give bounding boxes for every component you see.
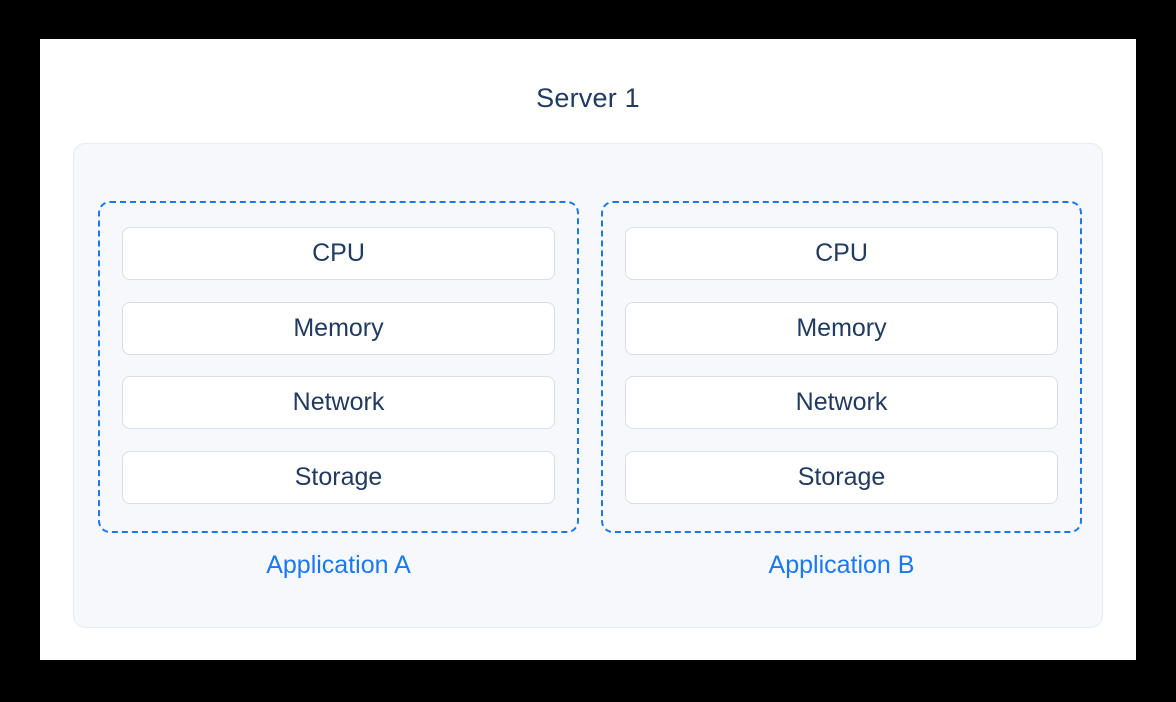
resource-box-network: Network: [122, 376, 555, 430]
server-title: Server 1: [536, 83, 640, 113]
resource-box-cpu: CPU: [122, 227, 555, 280]
application-a-label: Application A: [266, 551, 411, 579]
resource-box-memory: Memory: [625, 301, 1058, 355]
resource-box-network: Network: [625, 376, 1058, 430]
application-b-boundary: CPU Memory Network Storage: [601, 201, 1082, 533]
application-zone-b: CPU Memory Network Storage Application B: [601, 201, 1082, 580]
application-zone-a: CPU Memory Network Storage Application A: [98, 201, 579, 580]
resource-box-memory: Memory: [122, 301, 555, 355]
application-a-boundary: CPU Memory Network Storage: [98, 201, 579, 533]
resource-box-storage: Storage: [122, 450, 555, 504]
server-panel: CPU Memory Network Storage Application A…: [73, 143, 1103, 628]
server-card: Server 1 CPU Memory Network Storage Appl…: [40, 39, 1136, 660]
resource-box-cpu: CPU: [625, 227, 1058, 280]
resource-box-storage: Storage: [625, 450, 1058, 504]
application-b-label: Application B: [768, 551, 915, 579]
